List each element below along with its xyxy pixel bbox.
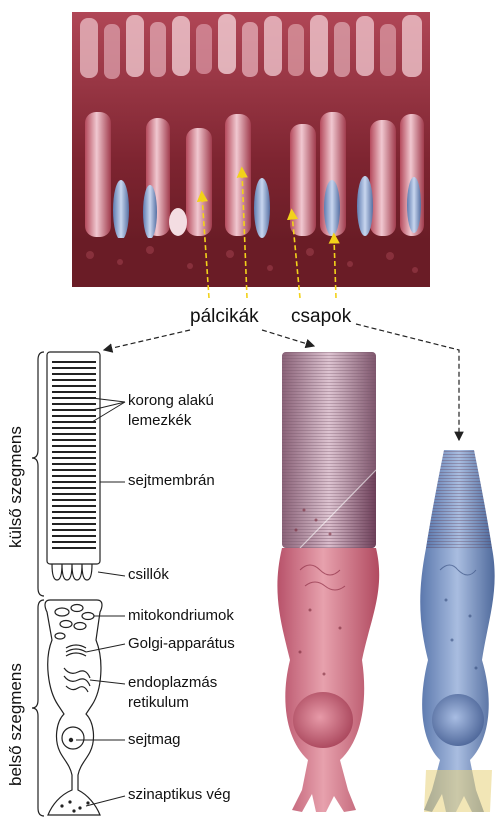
cones-label: csapok <box>291 306 351 328</box>
golgi-label: Golgi-apparátus <box>128 635 235 653</box>
cilia-label: csillók <box>128 566 169 584</box>
er-label-line2: retikulum <box>128 694 189 712</box>
segment-brackets <box>32 352 44 816</box>
cone-illustration <box>420 450 494 812</box>
synaptic-end-label: szinaptikus vég <box>128 786 231 804</box>
er-label-line1: endoplazmás <box>128 674 217 692</box>
micrograph <box>72 12 430 298</box>
rod-illustration <box>277 352 379 812</box>
inner-segment-label: belső szegmens <box>6 663 26 786</box>
cell-membrane-label: sejtmembrán <box>128 472 215 490</box>
rods-label: pálcikák <box>190 306 259 328</box>
mitochondria-label: mitokondriumok <box>128 607 234 625</box>
discs-label-line1: korong alakú <box>128 392 214 410</box>
discs-label-line2: lemezkék <box>128 412 191 430</box>
outer-segment-label: külső szegmens <box>6 426 26 548</box>
nucleus-label: sejtmag <box>128 731 181 749</box>
